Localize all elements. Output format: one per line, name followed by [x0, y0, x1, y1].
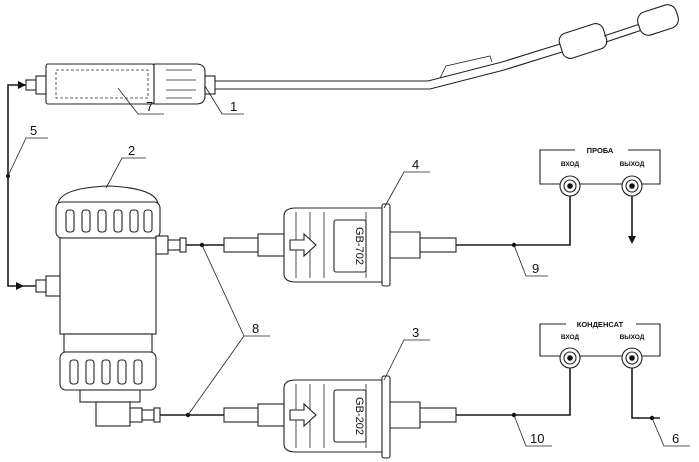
leader-lines [7, 85, 690, 447]
lower-filter-label: GB-202 [353, 397, 365, 435]
callout-7: 7 [146, 99, 153, 114]
probe-inlet-label: ВХОД [561, 161, 580, 168]
callout-4: 4 [412, 157, 419, 172]
callout-1: 1 [230, 99, 237, 114]
callout-10: 10 [530, 431, 544, 446]
callout-6: 6 [672, 431, 679, 446]
callout-2: 2 [128, 143, 135, 158]
hose-5 [6, 81, 36, 290]
callout-3: 3 [412, 325, 419, 340]
heater-element [55, 69, 149, 99]
probe-panel-title: ПРОБА [587, 146, 614, 155]
condensate-outlet-label: ВЫХОД [620, 334, 645, 341]
callout-9: 9 [532, 261, 539, 276]
probe-outlet-port[interactable] [621, 175, 643, 197]
upper-filter-line [186, 196, 571, 287]
callout-8: 8 [252, 321, 259, 336]
probe-outlet-label: ВЫХОД [620, 161, 645, 168]
lower-filter-line [160, 368, 571, 459]
condensate-separator [35, 185, 187, 427]
condensate-inlet-port[interactable] [559, 347, 581, 369]
callout-5: 5 [30, 123, 37, 138]
probe-panel [539, 149, 661, 244]
sampling-probe [25, 4, 679, 105]
condensate-inlet-label: ВХОД [561, 334, 580, 341]
upper-filter-label: GB-702 [353, 227, 365, 265]
condensate-panel-title: КОНДЕНСАТ [577, 320, 624, 329]
probe-inlet-port[interactable] [559, 175, 581, 197]
condensate-outlet-port[interactable] [621, 347, 643, 369]
condensate-panel [539, 323, 661, 421]
